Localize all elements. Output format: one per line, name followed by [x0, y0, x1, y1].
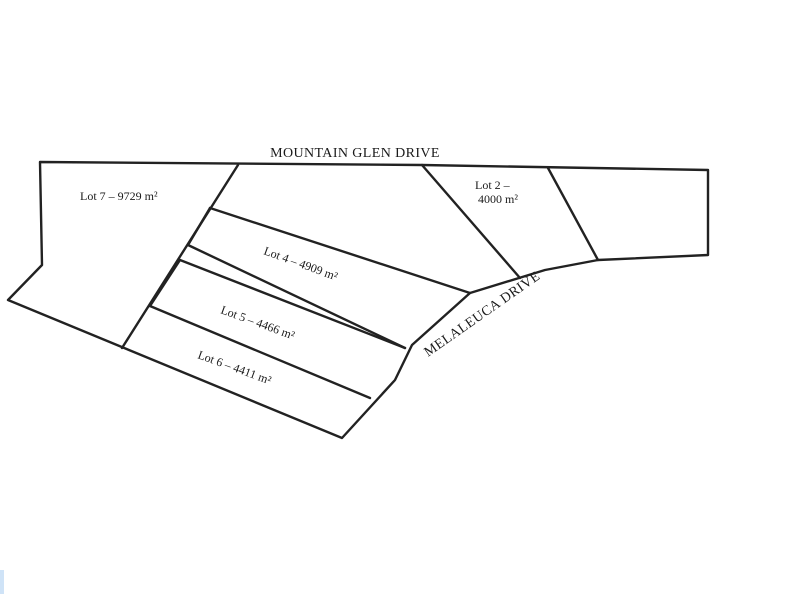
lot-5-label: Lot 5 – 4466 m²: [219, 303, 297, 343]
lot-2-label-line1: Lot 2 –: [475, 178, 511, 192]
lot5-boundary-left: [148, 258, 182, 308]
edge-mark: [0, 570, 4, 594]
road-label-mountain-glen-drive: MOUNTAIN GLEN DRIVE: [270, 146, 440, 161]
outer-boundary: [6, 160, 710, 440]
lot4-boundary-left: [186, 206, 407, 350]
lot7-boundary: [120, 163, 240, 350]
lot2-boundary-left: [420, 163, 522, 280]
lot-7-label: Lot 7 – 9729 m²: [80, 189, 158, 203]
lot-2-label-line2: 4000 m²: [478, 192, 518, 206]
lot4-boundary-top: [208, 206, 472, 295]
lot6-boundary-top: [148, 304, 372, 400]
lot2-boundary-right: [546, 166, 600, 262]
lot5-boundary-top: [178, 258, 407, 350]
lot-4-label: Lot 4 – 4909 m²: [262, 244, 340, 284]
